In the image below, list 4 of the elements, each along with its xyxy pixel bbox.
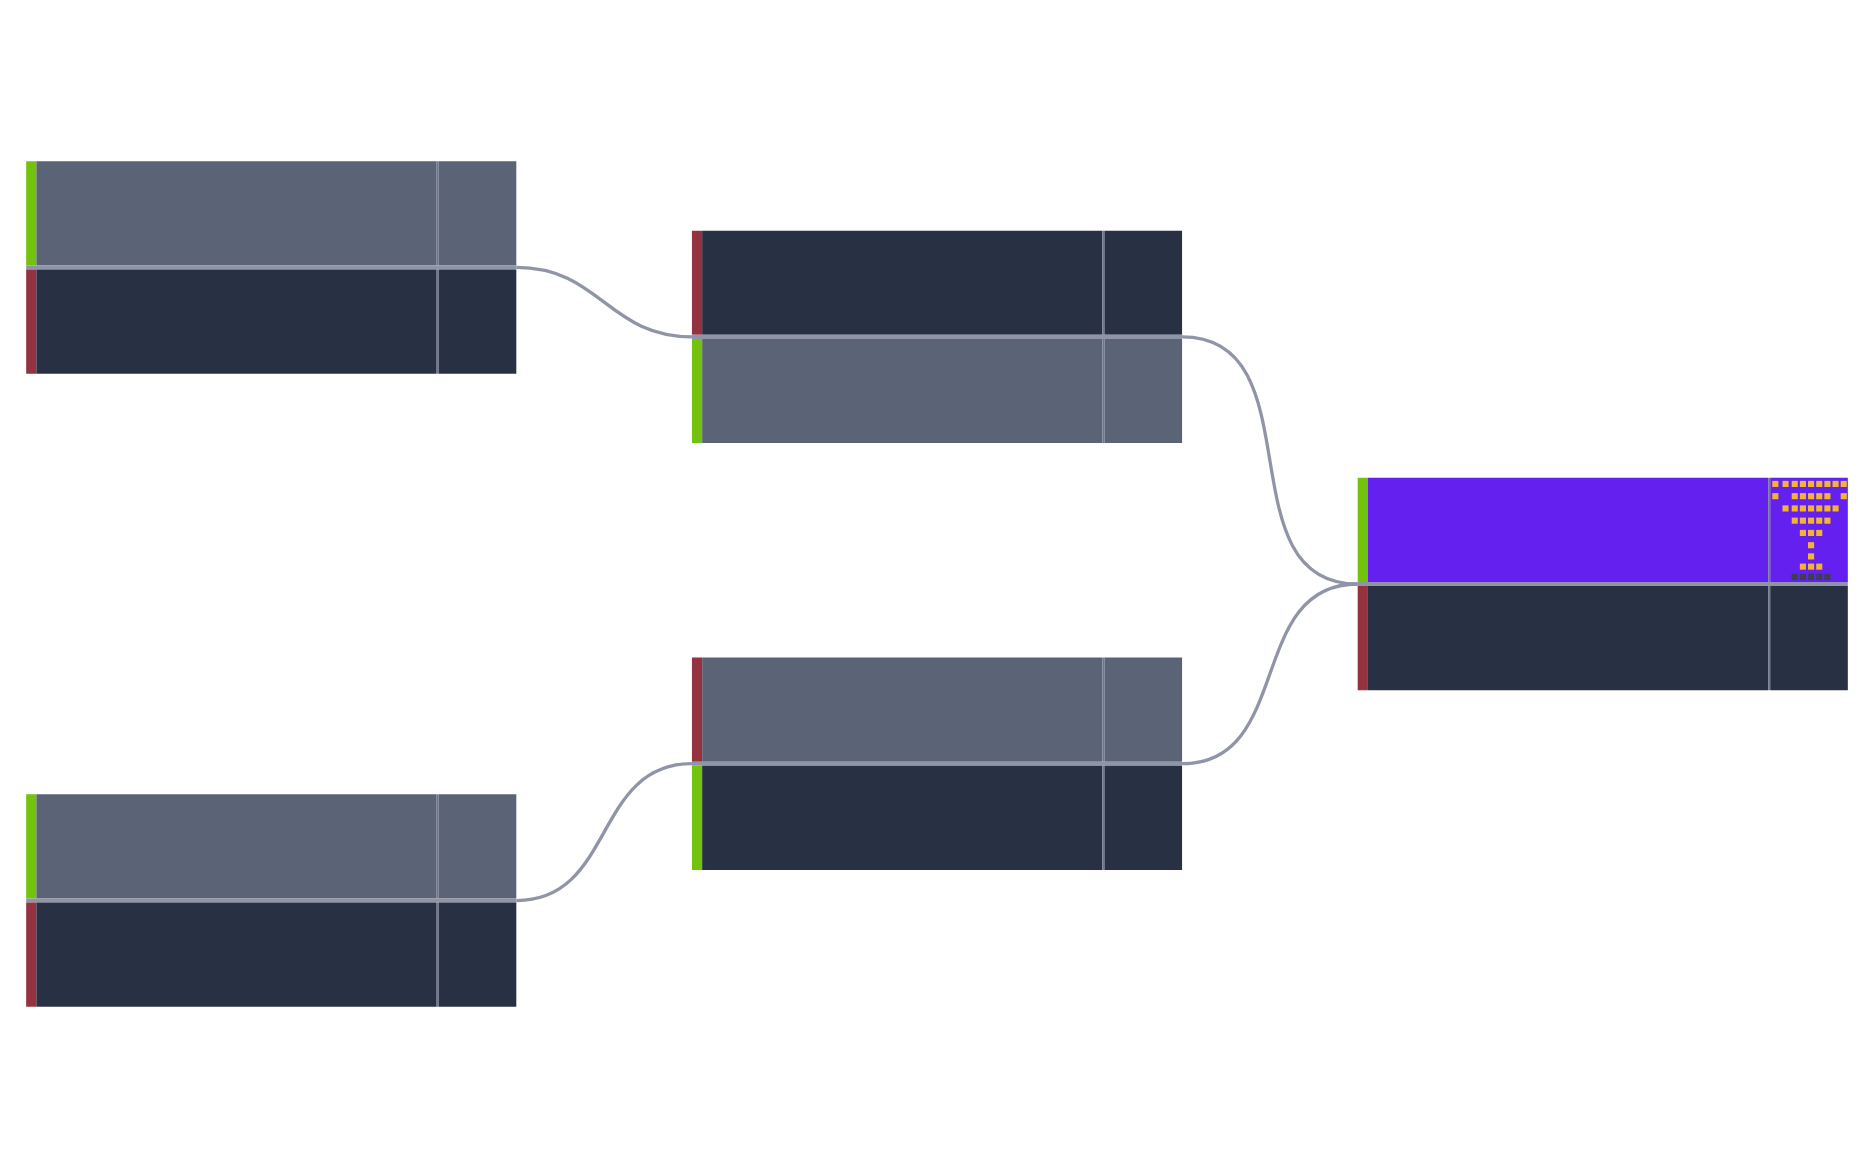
connector — [515, 265, 692, 339]
connector — [1180, 335, 1357, 586]
connector — [515, 762, 692, 903]
connector — [1180, 582, 1357, 766]
